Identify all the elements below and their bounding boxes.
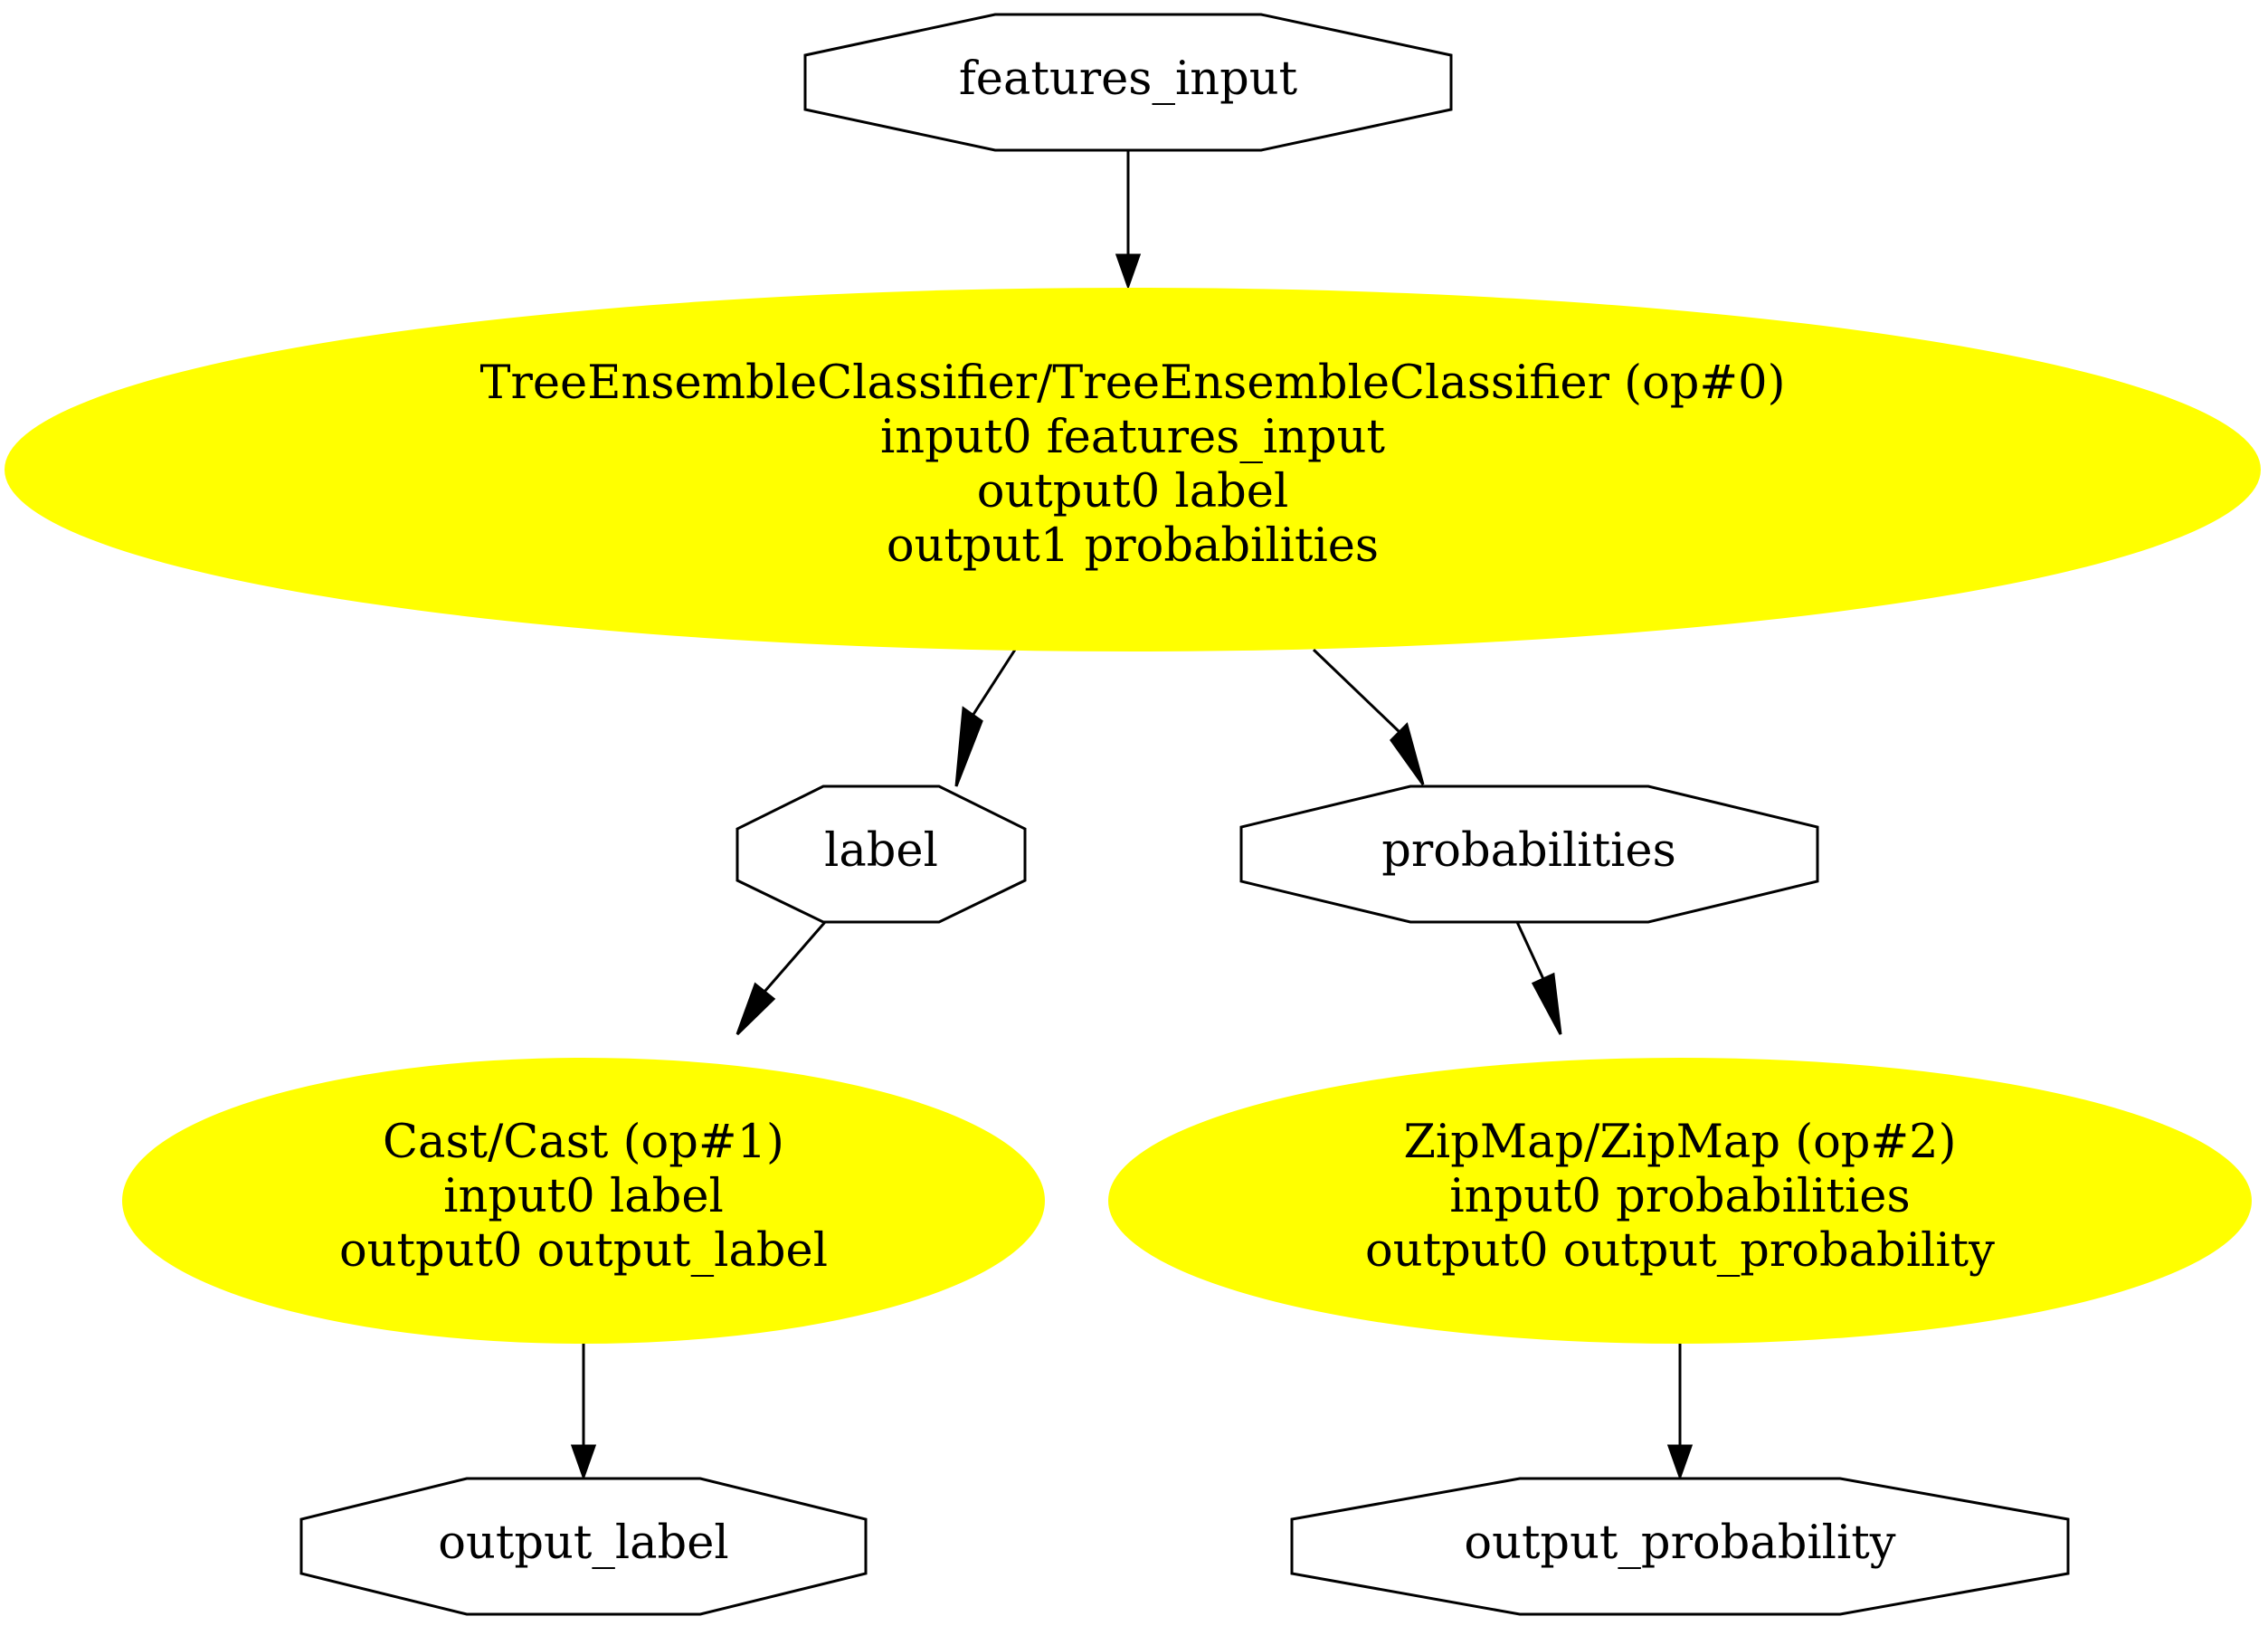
op-input-line: input0 label [443,1170,724,1223]
op-input-line: input0 probabilities [1449,1170,1910,1223]
edge-op0-to-label [954,649,1017,787]
op-output-line: output0 label [977,465,1289,518]
edges [570,150,1694,1481]
node-label: label [824,824,938,878]
op-output-line: output1 probabilities [887,519,1379,573]
tensor-node-output-probability: output_probability [1290,1477,2070,1616]
node-label: features_input [959,52,1298,106]
op-node-zipmap: ZipMap/ZipMap (op#2) input0 probabilitie… [1108,1058,2252,1344]
edge-label-to-op1 [735,921,827,1036]
op-node-tree-ensemble-classifier: TreeEnsembleClassifier/TreeEnsembleClass… [5,288,2261,651]
edge-probabilities-to-op2 [1515,921,1562,1035]
node-label: output_probability [1464,1517,1895,1570]
op-title: Cast/Cast (op#1) [383,1116,784,1169]
ellipse-shape [1108,1058,2252,1344]
op-input-line: input0 features_input [880,411,1385,464]
octagon-shape [1290,1477,2070,1616]
node-label: probabilities [1381,824,1676,878]
tensor-node-features-input: features_input [803,13,1453,152]
ellipse-shape [122,1058,1045,1344]
edge-features-input-to-op0 [1115,150,1142,290]
octagon-shape [1239,784,1819,924]
tensor-node-label: label [735,784,1027,924]
edge-op0-to-probabilities [1312,648,1425,785]
op-node-cast: Cast/Cast (op#1) input0 label output0 ou… [122,1058,1045,1344]
op-title: ZipMap/ZipMap (op#2) [1403,1116,1956,1169]
node-label: output_label [438,1517,728,1570]
tensor-node-output-label: output_label [299,1477,868,1616]
edge-op1-to-output-label [570,1344,597,1481]
op-output-line: output0 output_probability [1365,1224,1995,1278]
ellipse-shape [5,288,2261,651]
octagon-shape [803,13,1453,152]
op-title: TreeEnsembleClassifier/TreeEnsembleClass… [479,357,1785,410]
octagon-shape [299,1477,868,1616]
tensor-node-probabilities: probabilities [1239,784,1819,924]
op-output-line: output0 output_label [339,1224,828,1278]
edge-op2-to-output-probability [1666,1344,1694,1481]
octagon-shape [735,784,1027,924]
